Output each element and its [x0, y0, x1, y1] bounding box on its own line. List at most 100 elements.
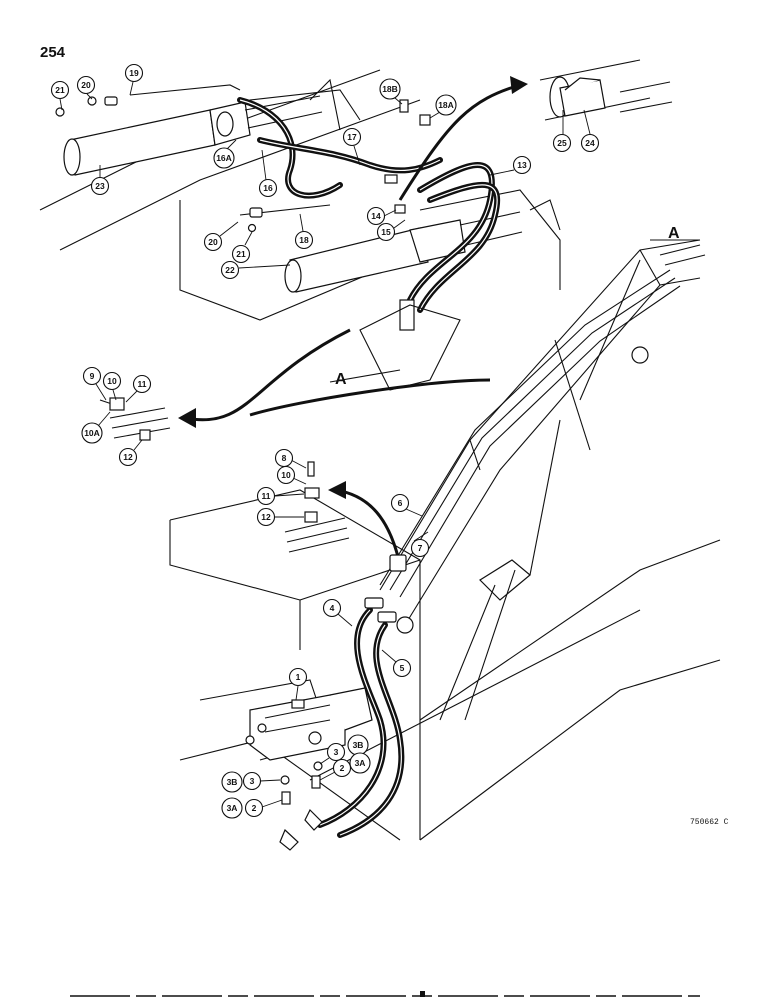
lower-hoses — [317, 554, 407, 838]
callout-20-lower: 20 — [203, 232, 223, 252]
callout-3A-left: 3A — [221, 797, 243, 819]
callout-10A: 10A — [81, 422, 103, 444]
pointer-arrows — [178, 76, 528, 566]
svg-text:15: 15 — [381, 227, 391, 237]
svg-text:18A: 18A — [438, 100, 454, 110]
svg-text:12: 12 — [123, 452, 133, 462]
callout-3-right: 3 — [326, 742, 346, 762]
svg-text:21: 21 — [55, 85, 65, 95]
callout-12-left: 12 — [118, 447, 138, 467]
callout-2-left: 2 — [244, 798, 264, 818]
svg-text:18B: 18B — [382, 84, 398, 94]
svg-text:20: 20 — [81, 80, 91, 90]
callout-13: 13 — [512, 155, 532, 175]
svg-text:3: 3 — [250, 776, 255, 786]
svg-text:10: 10 — [281, 470, 291, 480]
svg-text:3A: 3A — [355, 758, 366, 768]
clamp-detail-right — [284, 461, 350, 553]
lift-cylinder — [439, 419, 561, 721]
callout-19: 19 — [124, 63, 144, 83]
svg-text:4: 4 — [330, 603, 335, 613]
svg-text:12: 12 — [261, 512, 271, 522]
section-a-upper-detail: A — [329, 304, 461, 391]
svg-text:9: 9 — [90, 371, 95, 381]
svg-text:1: 1 — [296, 672, 301, 682]
section-mark-a-upper: A — [335, 371, 347, 388]
svg-text:17: 17 — [347, 132, 357, 142]
callout-20-upper: 20 — [76, 75, 96, 95]
callout-18: 18 — [294, 230, 314, 250]
svg-text:7: 7 — [418, 543, 423, 553]
upper-right-cylinder — [284, 211, 523, 293]
callout-10-left: 10 — [102, 371, 122, 391]
callout-3A-right: 3A — [349, 752, 371, 774]
callout-10-right: 10 — [276, 465, 296, 485]
svg-text:14: 14 — [371, 211, 381, 221]
upper-hoses — [129, 84, 501, 313]
callout-22: 22 — [220, 260, 240, 280]
svg-text:23: 23 — [95, 181, 105, 191]
callout-6: 6 — [390, 493, 410, 513]
svg-text:5: 5 — [400, 663, 405, 673]
svg-text:11: 11 — [262, 491, 271, 501]
callout-2-right: 2 — [332, 758, 352, 778]
valve-fittings — [279, 761, 323, 851]
callout-3B-left: 3B — [221, 771, 243, 793]
svg-text:8: 8 — [282, 453, 287, 463]
callout-8: 8 — [274, 448, 294, 468]
svg-text:18: 18 — [299, 235, 309, 245]
callout-11-left: 11 — [132, 374, 152, 394]
svg-text:6: 6 — [398, 498, 403, 508]
figure-code: 750662 C — [690, 818, 729, 827]
callout-21-lower: 21 — [231, 244, 251, 264]
callout-21-upper: 21 — [50, 80, 70, 100]
upper-left-cylinder — [63, 95, 323, 176]
svg-text:25: 25 — [557, 138, 567, 148]
callouts: 21 20 19 23 16A 16 17 18B 18A 13 14 15 1… — [50, 63, 600, 819]
inset-cylinder-detail — [539, 59, 673, 121]
callout-16: 16 — [258, 178, 278, 198]
callout-18A: 18A — [435, 94, 457, 116]
callout-17: 17 — [342, 127, 362, 147]
svg-text:3: 3 — [334, 747, 339, 757]
upper-fittings — [55, 96, 431, 331]
callout-25: 25 — [552, 133, 572, 153]
svg-text:2: 2 — [340, 763, 345, 773]
clamp-detail-left — [99, 397, 171, 441]
callout-18B: 18B — [379, 78, 401, 100]
svg-text:13: 13 — [517, 160, 527, 170]
svg-text:11: 11 — [138, 379, 147, 389]
callout-9: 9 — [82, 366, 102, 386]
svg-text:2: 2 — [252, 803, 257, 813]
callout-5: 5 — [392, 658, 412, 678]
svg-text:19: 19 — [129, 68, 139, 78]
callout-11-right: 11 — [256, 486, 276, 506]
svg-text:21: 21 — [236, 249, 246, 259]
callout-3-left: 3 — [242, 771, 262, 791]
callout-14: 14 — [366, 206, 386, 226]
svg-text:3A: 3A — [227, 803, 238, 813]
callout-16A: 16A — [213, 147, 235, 169]
svg-text:16A: 16A — [216, 153, 232, 163]
control-valve — [245, 687, 373, 761]
callout-24: 24 — [580, 133, 600, 153]
bottom-rule — [70, 991, 700, 997]
callout-15: 15 — [376, 222, 396, 242]
svg-text:24: 24 — [585, 138, 595, 148]
section-mark-a-boom: A — [668, 225, 680, 242]
callout-23: 23 — [90, 176, 110, 196]
svg-text:3B: 3B — [353, 740, 364, 750]
callout-1: 1 — [288, 667, 308, 687]
callout-7: 7 — [410, 538, 430, 558]
boom-tubes: A — [379, 225, 706, 598]
callout-4: 4 — [322, 598, 342, 618]
callout-3B-right: 3B — [347, 734, 369, 756]
svg-text:3B: 3B — [227, 777, 238, 787]
svg-text:16: 16 — [263, 183, 273, 193]
svg-text:20: 20 — [208, 237, 218, 247]
callout-12-right: 12 — [256, 507, 276, 527]
svg-text:10: 10 — [107, 376, 117, 386]
page-number: 254 — [40, 44, 66, 61]
svg-text:22: 22 — [225, 265, 235, 275]
